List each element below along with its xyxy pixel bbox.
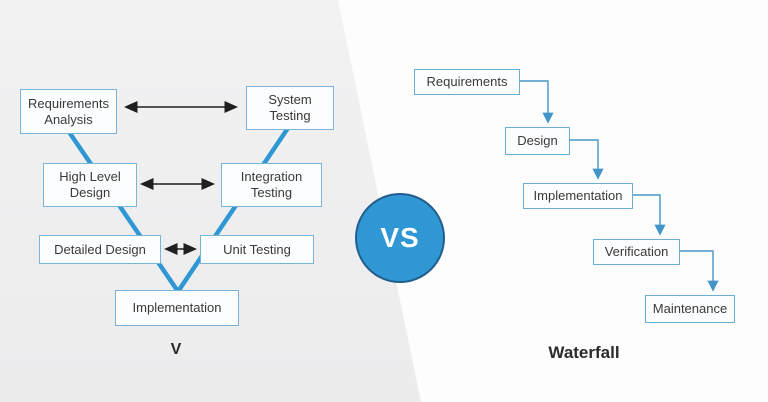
v-box-requirements-analysis: Requirements Analysis [20, 89, 117, 134]
v-box-unit-testing: Unit Testing [200, 235, 314, 264]
connector-verification-maintenance [678, 250, 719, 292]
v-left-arm-line [64, 126, 180, 293]
connector-requirements-design [518, 80, 554, 124]
waterfall-model-title: Waterfall [548, 343, 620, 362]
v-model-title: V [170, 341, 182, 358]
waterfall-box-implementation: Implementation [523, 183, 633, 209]
connector-design-implementation [568, 139, 604, 180]
v-box-detailed-design: Detailed Design [39, 235, 161, 264]
v-shape-lines [64, 122, 293, 293]
waterfall-box-verification: Verification [593, 239, 680, 265]
v-box-integration-testing: Integration Testing [221, 163, 322, 207]
v-box-implementation: Implementation [115, 290, 239, 326]
vs-badge: VS [355, 193, 445, 283]
bidirectional-arrows [124, 101, 238, 255]
waterfall-box-design: Design [505, 127, 570, 155]
v-right-arm-line [176, 122, 293, 293]
waterfall-connectors [518, 80, 719, 292]
v-box-system-testing: System Testing [246, 86, 334, 130]
connector-implementation-verification [631, 194, 666, 236]
waterfall-box-requirements: Requirements [414, 69, 520, 95]
v-box-high-level-design: High Level Design [43, 163, 137, 207]
waterfall-box-maintenance: Maintenance [645, 295, 735, 323]
